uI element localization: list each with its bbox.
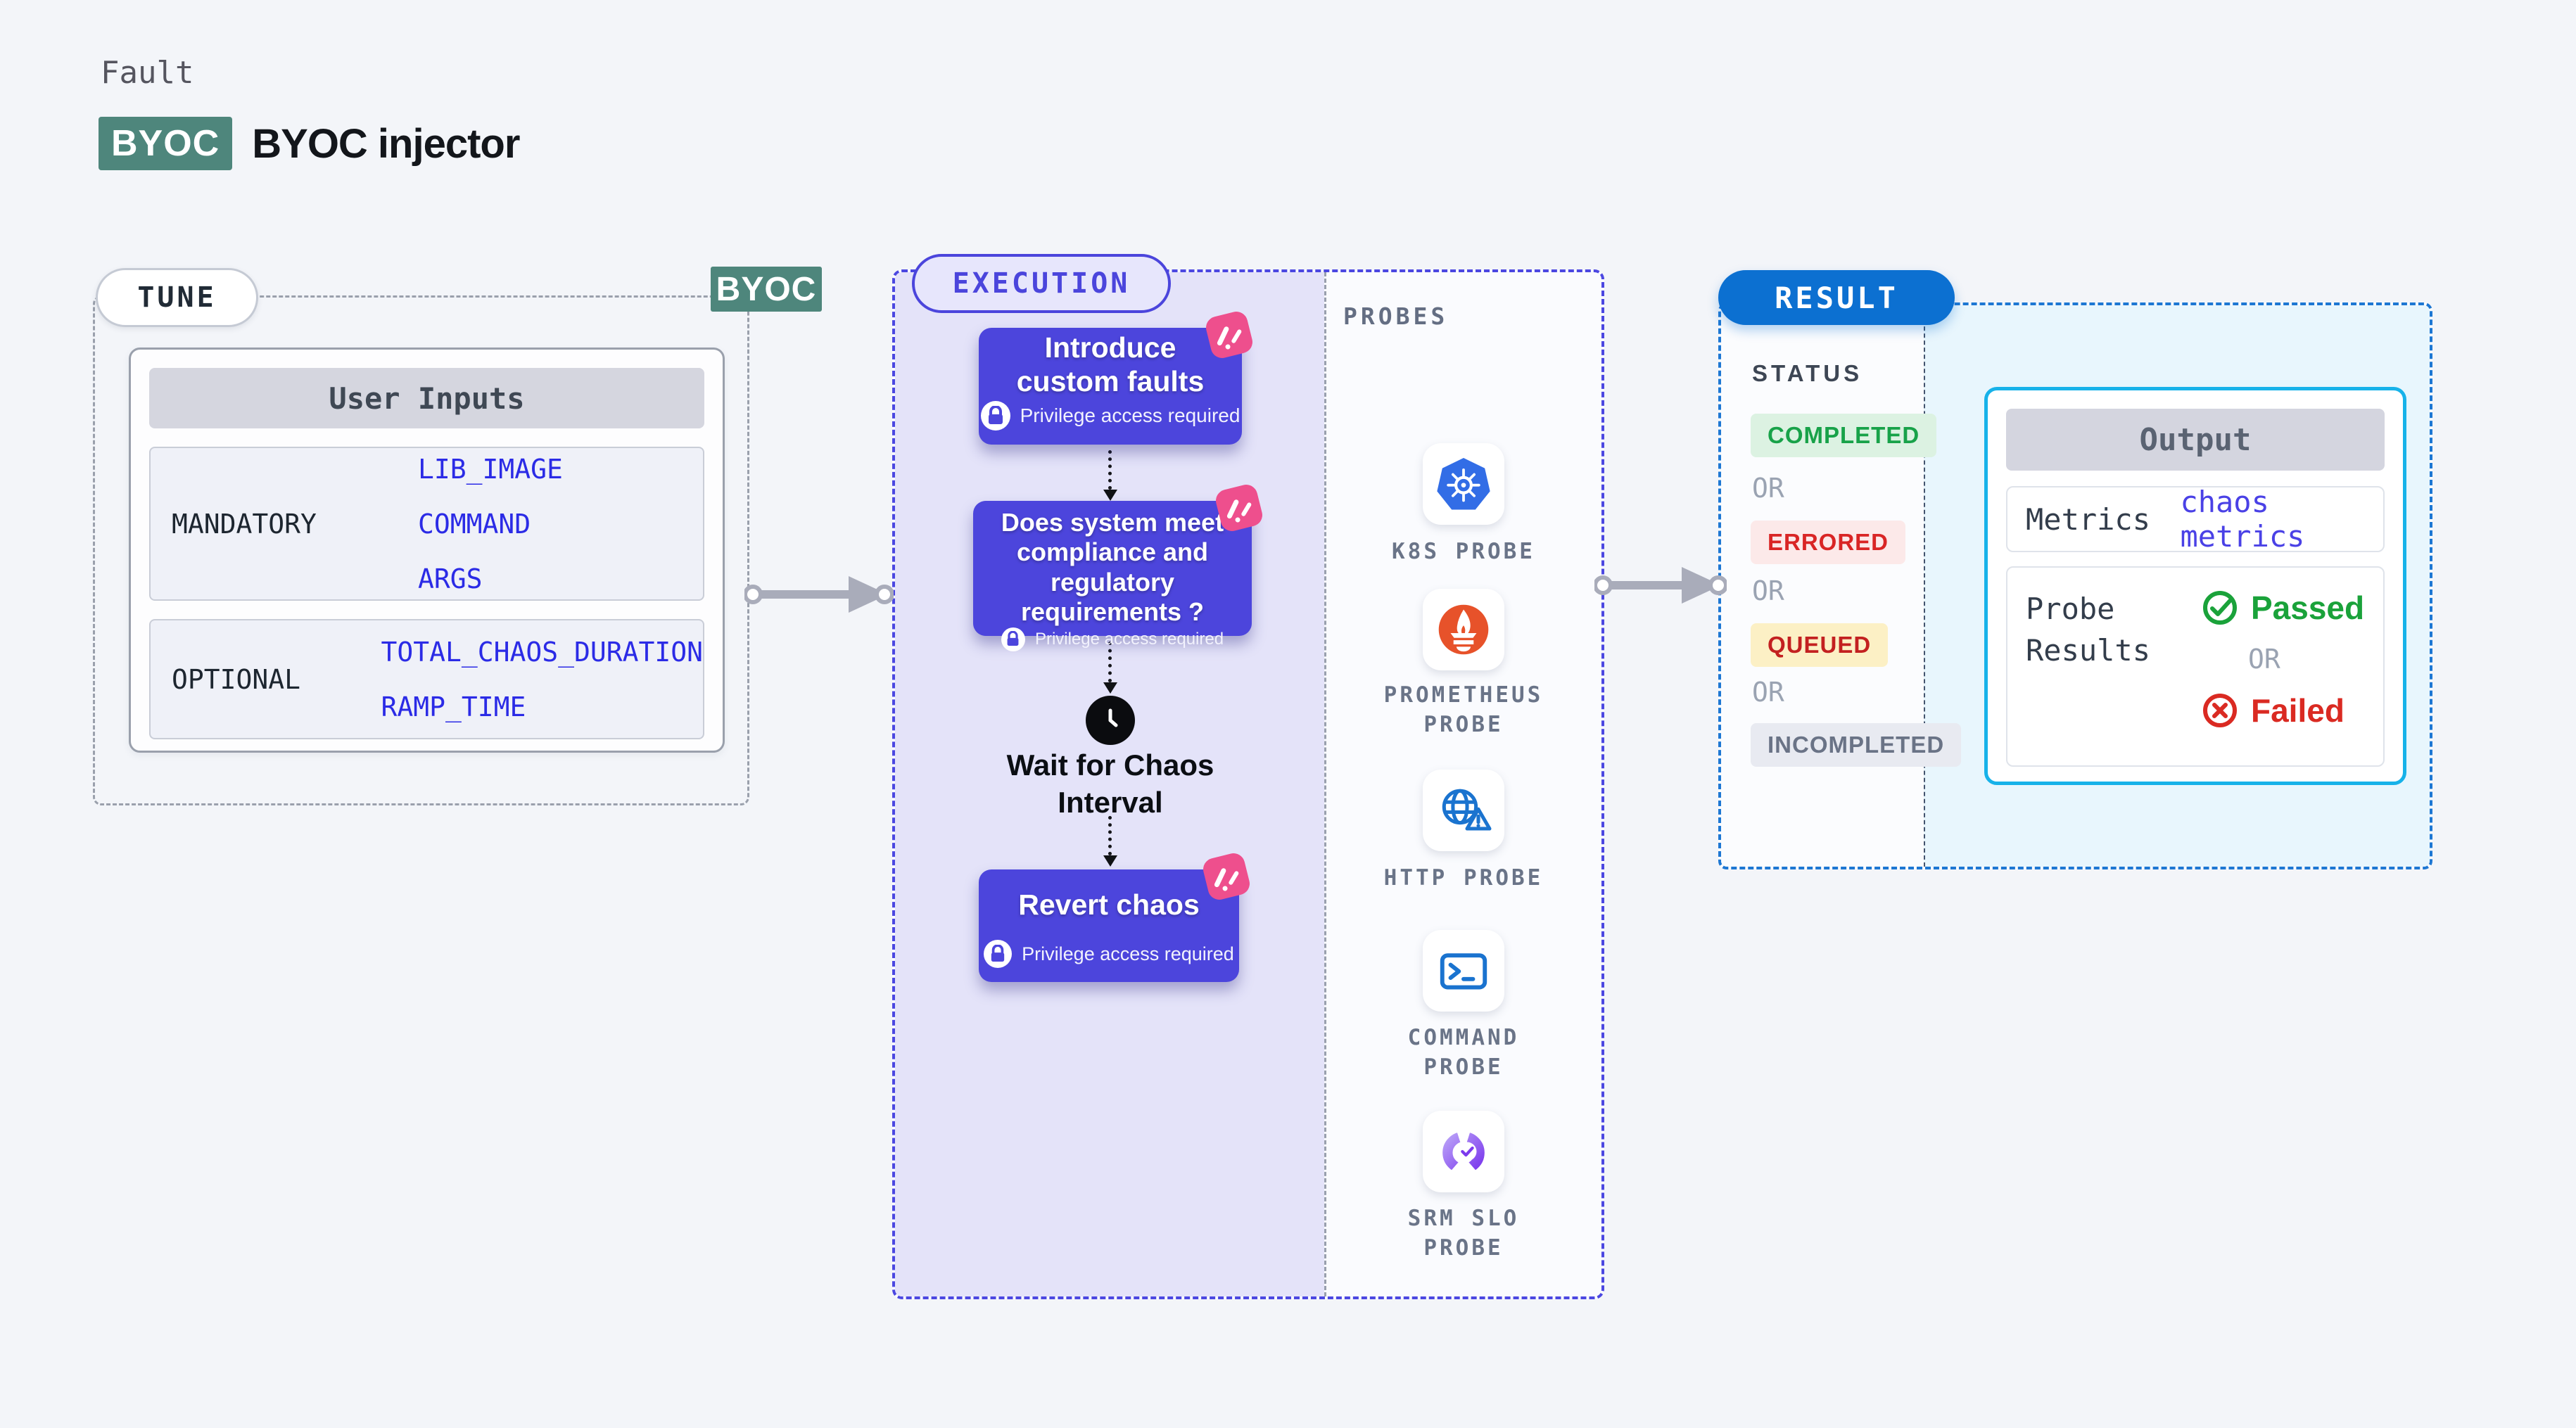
probe-label: PROMETHEUS PROBE: [1383, 682, 1544, 737]
execution-pill: EXECUTION: [912, 254, 1171, 313]
user-inputs-card: User Inputs MANDATORY LIB_IMAGE COMMAND …: [129, 348, 725, 753]
srm-slo-probe-card: [1423, 1111, 1504, 1192]
page-title: BYOC injector: [252, 120, 520, 167]
tune-to-execution-arrow: [744, 576, 894, 613]
status-badge-queued: QUEUED: [1751, 623, 1889, 667]
privilege-text: Privilege access required: [1034, 629, 1224, 649]
probe-results-label: Probe Results: [2026, 592, 2151, 668]
chaos-fault-icon: [1213, 482, 1265, 534]
k8s-probe-card: [1423, 443, 1504, 525]
command-probe-card: [1423, 930, 1504, 1012]
output-header: Output: [2006, 409, 2385, 471]
privilege-badge: Privilege access required: [980, 401, 1241, 431]
connector-line: [1108, 450, 1112, 490]
node-title: Does system meet compliance and regulato…: [1001, 508, 1224, 627]
chaos-fault-icon: [1200, 850, 1252, 903]
passed-label: Passed: [2251, 589, 2365, 626]
prometheus-probe-card: [1423, 589, 1504, 670]
privilege-text: Privilege access required: [1022, 943, 1234, 964]
fault-eyebrow: Fault: [101, 55, 194, 91]
node-title: Revert chaos: [1018, 888, 1200, 921]
probe-label: HTTP PROBE: [1383, 865, 1544, 891]
x-circle-icon: [2203, 694, 2237, 727]
status-heading: STATUS: [1752, 360, 1863, 386]
passed-line: Passed: [2202, 589, 2364, 627]
wait-for-chaos-label: Wait for Chaos Interval: [1006, 748, 1214, 819]
status-badge-completed: COMPLETED: [1751, 414, 1937, 457]
mandatory-label: MANDATORY: [172, 508, 317, 540]
chaos-fault-icon: [1203, 309, 1255, 361]
probe-label: COMMAND PROBE: [1407, 1025, 1520, 1080]
optional-values: TOTAL_CHAOS_DURATION RAMP_TIME: [381, 637, 703, 722]
privilege-badge: Privilege access required: [984, 940, 1234, 968]
http-globe-icon: [1442, 789, 1492, 831]
check-circle-icon: [2203, 591, 2237, 625]
optional-row: OPTIONAL TOTAL_CHAOS_DURATION RAMP_TIME: [149, 619, 704, 739]
privilege-text: Privilege access required: [1020, 404, 1241, 426]
env-var: RAMP_TIME: [381, 691, 526, 722]
env-var: ARGS: [418, 563, 483, 594]
privilege-badge: Privilege access required: [1001, 627, 1224, 651]
connector-line: [1108, 642, 1112, 682]
metrics-row: Metrics chaos metrics: [2006, 485, 2385, 554]
kubernetes-icon: [1437, 458, 1490, 510]
srm-slo-icon: [1442, 1130, 1485, 1174]
probe-label: K8S PROBE: [1392, 539, 1535, 564]
connector-arrowhead: [1103, 682, 1117, 694]
clock-icon: [1086, 696, 1135, 745]
mandatory-row: MANDATORY LIB_IMAGE COMMAND ARGS: [149, 447, 704, 601]
env-var: TOTAL_CHAOS_DURATION: [381, 636, 703, 668]
connector-arrowhead: [1103, 490, 1117, 501]
status-badge-incompleted: INCOMPLETED: [1751, 723, 1962, 767]
probe-results-row: Probe Results Passed OR Failed: [2006, 566, 2385, 767]
status-badge-errored: ERRORED: [1751, 521, 1906, 564]
failed-label: Failed: [2251, 692, 2345, 729]
optional-label: OPTIONAL: [172, 663, 301, 695]
or-label: OR: [1752, 575, 1784, 606]
env-var: COMMAND: [418, 508, 531, 540]
node-title: Introduce custom faults: [1016, 331, 1205, 397]
lock-icon: [980, 401, 1010, 431]
connector-line: [1108, 816, 1112, 855]
probe-results-values: Passed OR Failed: [2202, 589, 2364, 765]
execution-probes-divider: [1324, 272, 1326, 1296]
page-header: BYOC BYOC injector: [99, 117, 520, 170]
byoc-corner-tag: BYOC: [711, 267, 822, 312]
lock-icon: [984, 940, 1013, 968]
node-introduce-custom-faults: Introduce custom faults Privilege access…: [979, 309, 1255, 445]
connector-arrowhead: [1103, 855, 1117, 867]
http-probe-card: [1423, 770, 1504, 851]
node-revert-chaos: Revert chaos Privilege access required: [979, 850, 1252, 982]
tune-pill: TUNE: [96, 268, 258, 327]
result-divider: [1924, 305, 1925, 867]
mandatory-values: LIB_IMAGE COMMAND ARGS: [418, 454, 563, 594]
probe-label: SRM SLO PROBE: [1407, 1206, 1520, 1261]
or-label: OR: [1752, 473, 1784, 504]
failed-line: Failed: [2202, 691, 2364, 729]
or-label: OR: [2248, 644, 2280, 675]
metrics-label: Metrics: [2026, 502, 2151, 537]
byoc-title-badge: BYOC: [99, 117, 233, 170]
output-card: Output Metrics chaos metrics Probe Resul…: [1984, 387, 2406, 785]
or-label: OR: [1752, 677, 1784, 708]
node-compliance-check: Does system meet compliance and regulato…: [973, 482, 1265, 651]
probes-to-result-arrow: [1594, 567, 1727, 604]
metrics-value: chaos metrics: [2180, 485, 2305, 554]
result-pill: RESULT: [1718, 270, 1955, 325]
env-var: LIB_IMAGE: [418, 453, 563, 485]
probes-heading: PROBES: [1343, 302, 1449, 330]
lock-icon: [1001, 627, 1025, 651]
tune-section-box: [93, 295, 749, 805]
terminal-icon: [1440, 953, 1487, 990]
prometheus-icon: [1438, 604, 1489, 655]
user-inputs-header: User Inputs: [149, 368, 704, 428]
